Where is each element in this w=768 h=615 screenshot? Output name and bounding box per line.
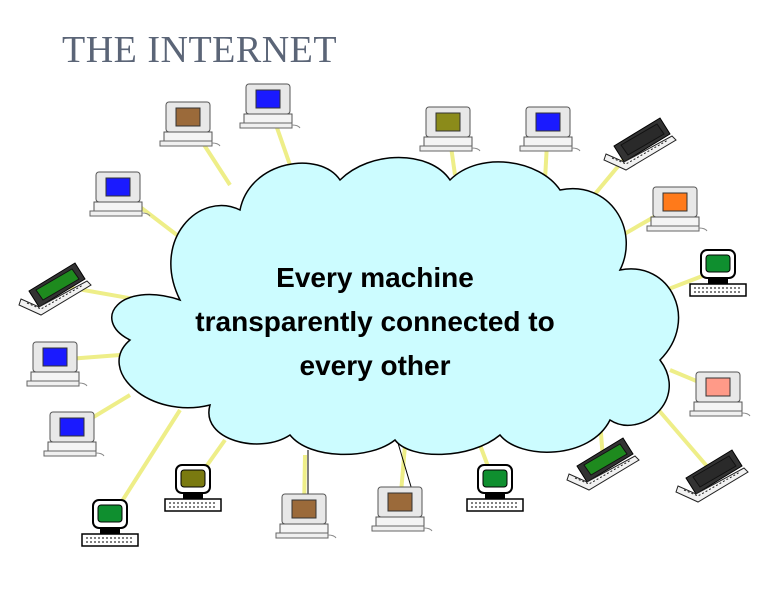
base-shape [47, 441, 97, 452]
keyboard-shape [646, 225, 700, 232]
laptop-computer-icon [566, 437, 640, 491]
keyboard-shape [26, 380, 80, 387]
terminal-computer-icon [164, 464, 222, 512]
keyboard-shape [89, 210, 143, 217]
keyboard-shape [603, 135, 677, 171]
base-shape [93, 201, 143, 212]
keyboard-shape [159, 140, 213, 147]
base-shape [279, 523, 329, 534]
keyboard-shape [566, 455, 640, 491]
computer-nodes [18, 83, 751, 547]
keyboard-shape [689, 410, 743, 417]
keyboard-shape [519, 145, 573, 152]
screen-shape [35, 268, 80, 301]
keyboard-shape [81, 533, 139, 547]
terminal-computer-icon [81, 499, 139, 547]
mouse-cable [327, 534, 337, 539]
base-shape [650, 216, 700, 227]
laptop-computer-icon [675, 449, 749, 503]
screen-shape [435, 112, 461, 132]
stand-shape [183, 493, 203, 499]
caption-line-3: every other [299, 350, 451, 381]
screen-shape [620, 123, 665, 156]
keys-shape [611, 139, 669, 165]
internet-cloud [111, 156, 680, 456]
base-shape [243, 113, 293, 124]
wire-line [397, 442, 413, 491]
desktop-computer-icon [519, 106, 581, 152]
mouse-cable [141, 212, 151, 217]
caption-line-1: Every machine [276, 262, 474, 293]
keyboard-shape [164, 498, 222, 512]
desktop-computer-icon [419, 106, 481, 152]
keyboard-shape [275, 532, 329, 539]
screen-shape [291, 499, 317, 519]
mouse-cable [291, 124, 301, 129]
base-shape [693, 401, 743, 412]
mouse-cable [78, 382, 88, 387]
keys-shape [683, 471, 741, 497]
mouse-cable [471, 147, 481, 152]
screen-shape [705, 377, 731, 397]
keys-shape [26, 284, 84, 310]
keyboard-shape [371, 525, 425, 532]
mouse-cable [741, 412, 751, 417]
connection-line [648, 398, 714, 474]
screen-shape [105, 177, 131, 197]
screen-shape [255, 89, 281, 109]
mouse-cable [211, 142, 221, 147]
keyboard-shape [43, 450, 97, 457]
screen-shape [180, 469, 206, 488]
screen-shape [42, 347, 68, 367]
screen-shape [583, 443, 628, 476]
stand-shape [485, 493, 505, 499]
screen-shape [705, 254, 731, 273]
desktop-computer-icon [275, 493, 337, 539]
mouse-cable [423, 527, 433, 532]
laptop-computer-icon [18, 262, 92, 316]
screen-shape [59, 417, 85, 437]
screen-shape [482, 469, 508, 488]
keyboard-shape [466, 498, 524, 512]
terminal-computer-icon [689, 249, 747, 297]
base-shape [523, 136, 573, 147]
stand-shape [708, 278, 728, 284]
keyboard-shape [419, 145, 473, 152]
base-shape [30, 371, 80, 382]
desktop-computer-icon [43, 411, 105, 457]
page-title: THE INTERNET [62, 29, 338, 71]
desktop-computer-icon [689, 371, 751, 417]
caption-line-2: transparently connected to [195, 306, 555, 337]
base-shape [163, 131, 213, 142]
desktop-computer-icon [371, 486, 433, 532]
mouse-cable [698, 227, 708, 232]
desktop-computer-icon [159, 101, 221, 147]
keys-shape [574, 459, 632, 485]
desktop-computer-icon [239, 83, 301, 129]
base-shape [375, 516, 425, 527]
keyboard-shape [689, 283, 747, 297]
cloud-caption: Every machine transparently connected to… [140, 256, 610, 388]
screen-shape [535, 112, 561, 132]
screen-shape [692, 455, 737, 488]
terminal-computer-icon [466, 464, 524, 512]
keyboard-shape [675, 467, 749, 503]
desktop-computer-icon [26, 341, 88, 387]
screen-shape [175, 107, 201, 127]
desktop-computer-icon [89, 171, 151, 217]
mouse-cable [571, 147, 581, 152]
screen-shape [387, 492, 413, 512]
desktop-computer-icon [646, 186, 708, 232]
keyboard-shape [239, 122, 293, 129]
mouse-cable [95, 452, 105, 457]
screen-shape [97, 504, 123, 523]
stand-shape [100, 528, 120, 534]
keyboard-shape [18, 280, 92, 316]
base-shape [423, 136, 473, 147]
screen-shape [662, 192, 688, 212]
laptop-computer-icon [603, 117, 677, 171]
